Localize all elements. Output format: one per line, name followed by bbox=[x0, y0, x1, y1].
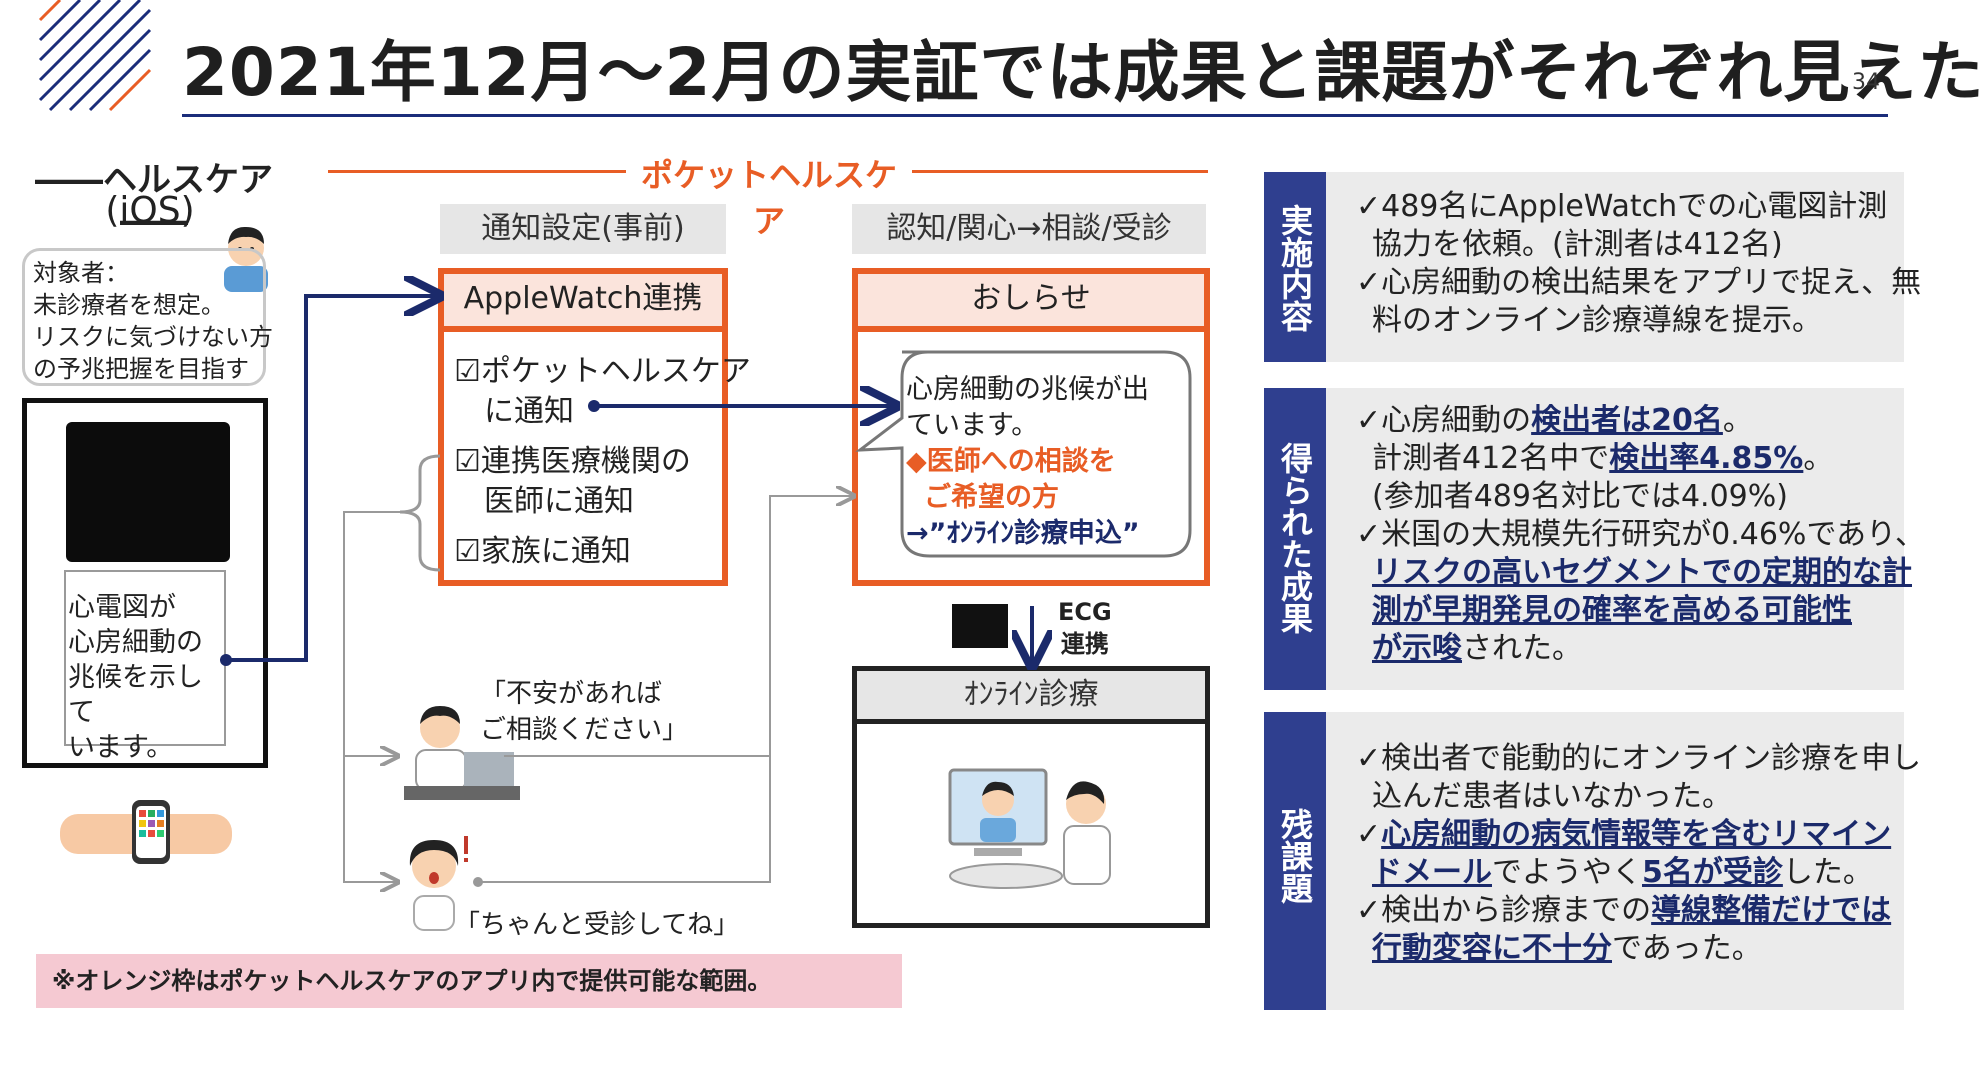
apple-watch-icon bbox=[60, 800, 232, 864]
heading-dash-left: ―― bbox=[35, 160, 103, 200]
speech-bubble-shape bbox=[855, 350, 1192, 558]
corner-stripes-decoration bbox=[38, 0, 152, 112]
heading-dash-right: ―― bbox=[120, 201, 188, 241]
bubble-text: 心房細動の兆候が出 ています。 ◆医師への相談を ご希望の方 →”ｵﾝﾗｲﾝ診療… bbox=[906, 372, 1206, 552]
section-panel-results: ✓心房細動の検出者は20名。 計測者412名中で検出率4.85%。 (参加者48… bbox=[1326, 388, 1925, 690]
footnote: ※オレンジ枠はポケットヘルスケアのアプリ内で提供可能な範囲。 bbox=[36, 954, 902, 1008]
healthcare-heading: ――ヘルスケア―― bbox=[35, 160, 273, 241]
title-underline bbox=[182, 114, 1888, 117]
target-line: の予兆把握を目指す bbox=[33, 355, 249, 383]
section-panel-remaining-issues: ✓検出者で能動的にオンライン診療を申し 込んだ患者はいなかった。 ✓心房細動の病… bbox=[1326, 712, 1921, 1010]
family-quote: 「ちゃんと受診してね」 bbox=[454, 910, 740, 940]
applewatch-settings-box: AppleWatch連携 bbox=[438, 268, 728, 586]
section-label-remaining-issues: 残課題 bbox=[1264, 712, 1326, 1010]
flow-connectors bbox=[220, 0, 1920, 1080]
online-consultation-illustration bbox=[948, 768, 1111, 889]
ios-label: (iOS) bbox=[105, 190, 195, 231]
section-label-implementation: 実施内容 bbox=[1264, 172, 1326, 362]
online-apply-link[interactable]: →”ｵﾝﾗｲﾝ診療申込” bbox=[906, 518, 1140, 549]
family-member-icon bbox=[409, 836, 468, 931]
ecg-link-label: ECG 連携 bbox=[1058, 598, 1112, 658]
ecg-message-line: 兆候を示して bbox=[68, 662, 203, 728]
ecg-message-line: 心電図が bbox=[68, 592, 176, 623]
page-number: 34 bbox=[1852, 70, 1880, 95]
col-header-awareness: 認知/関心→相談/受診 bbox=[852, 204, 1206, 254]
ecg-message-line: 心房細動の bbox=[68, 627, 203, 658]
target-user-box: 対象者： 未診療者を想定。 リスクに気づけない方 の予兆把握を目指す bbox=[22, 248, 273, 386]
section-panel-implementation: ✓489名にAppleWatchでの心電図計測 協力を依頼。(計測者は412名)… bbox=[1326, 172, 1921, 362]
target-line: 未診療者を想定。 bbox=[33, 291, 225, 319]
target-line: 対象者： bbox=[33, 259, 129, 287]
ecg-message-line: います。 bbox=[68, 732, 174, 763]
ecg-message-card: 心電図が 心房細動の 兆候を示して います。 bbox=[64, 570, 226, 763]
notice-box-title: おしらせ bbox=[858, 274, 1204, 332]
option-family-notify[interactable]: ☑家族に通知 bbox=[454, 534, 631, 569]
ecg-thumbnail bbox=[952, 604, 1008, 648]
target-line: リスクに気づけない方 bbox=[33, 323, 273, 351]
phone-frame bbox=[22, 398, 268, 768]
page-title: 2021年12月～2月の実証では成果と課題がそれぞれ見えた bbox=[182, 34, 1984, 111]
applewatch-box-title: AppleWatch連携 bbox=[444, 274, 722, 332]
doctor-with-laptop-icon bbox=[404, 706, 520, 800]
ecg-screen-image bbox=[66, 422, 230, 562]
doctor-quote: 「不安があれば ご相談ください」 bbox=[480, 679, 689, 745]
section-label-results: 得られた成果 bbox=[1264, 388, 1326, 690]
col-header-notify-settings: 通知設定(事前) bbox=[440, 204, 726, 254]
option-doctor-notify[interactable]: ☑連携医療機関の 医師に通知 bbox=[454, 444, 691, 519]
online-consult-title: ｵﾝﾗｲﾝ診療 bbox=[857, 671, 1205, 724]
option-pocket-notify[interactable]: ☑ポケットヘルスケア に通知 bbox=[454, 354, 751, 429]
